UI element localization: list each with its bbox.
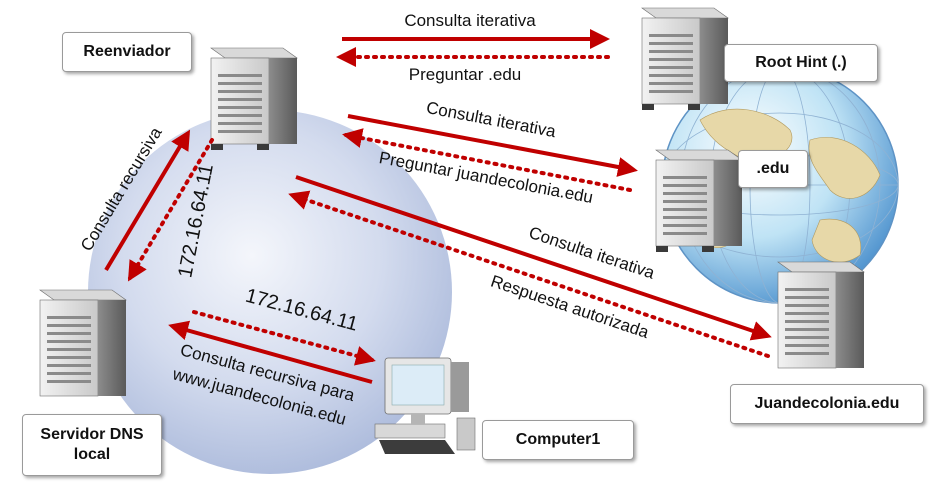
label-iterative-root: Consulta iterativa xyxy=(404,11,536,30)
label-ask-edu: Preguntar .edu xyxy=(409,65,521,84)
arrow-forwarder-to-juandecolonia-solid xyxy=(295,175,772,341)
root-hint-label: Root Hint (.) xyxy=(724,44,878,82)
local-dns-server-icon xyxy=(39,289,127,397)
arrow-forwarder-to-local-dotted xyxy=(127,138,214,282)
label-iterative-juandecolonia: Consulta iterativa xyxy=(526,223,657,283)
forwarder-server-icon xyxy=(210,47,298,150)
arrow-local-to-computer-dotted xyxy=(192,310,376,366)
arrow-forwarder-to-edu-solid xyxy=(347,114,638,177)
juandecolonia-server-icon xyxy=(777,261,865,369)
forwarder-label: Reenviador xyxy=(62,32,192,72)
juandecolonia-label: Juandecolonia.edu xyxy=(730,384,924,424)
arrow-juandecolonia-to-forwarder-dotted xyxy=(288,190,770,358)
computer-icon xyxy=(374,357,476,454)
arrow-computer-to-local-solid xyxy=(168,320,373,384)
arrow-local-to-forwarder-solid xyxy=(104,129,191,272)
arrow-edu-to-forwarder-dotted xyxy=(342,128,632,192)
root-hint-server-icon xyxy=(641,7,729,110)
edu-label: .edu xyxy=(738,150,808,188)
label-authoritative-answer: Respuesta autorizada xyxy=(488,272,651,343)
local-dns-label: Servidor DNS local xyxy=(22,414,162,476)
edu-server-icon xyxy=(655,149,743,252)
computer-label: Computer1 xyxy=(482,420,634,460)
